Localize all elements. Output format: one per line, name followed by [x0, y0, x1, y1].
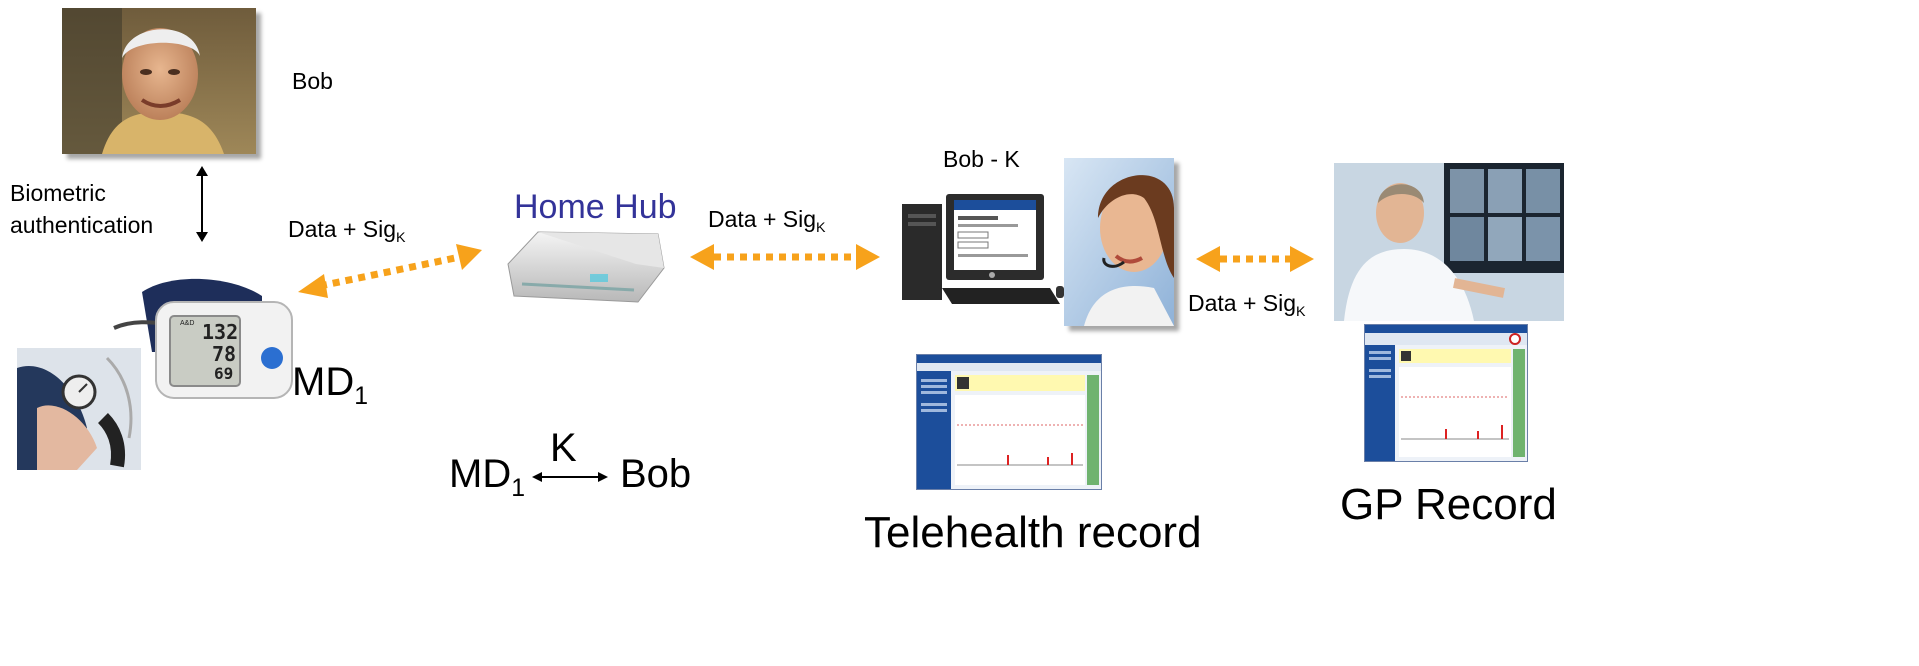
dashed-arrow-operator-doctor: [1196, 246, 1314, 272]
telehealth-record-label: Telehealth record: [864, 508, 1202, 557]
relation-md1: MD1: [449, 452, 526, 502]
patient-photo: [62, 8, 256, 154]
svg-text:A&D: A&D: [180, 320, 194, 327]
data-sig-label-right: Data + SigK: [1188, 290, 1306, 320]
patient-name-label: Bob: [292, 68, 333, 94]
data-sig-label-left: Data + SigK: [288, 216, 406, 246]
monitor-diastolic: 78: [212, 342, 237, 366]
relation-arrow: [532, 472, 608, 482]
relation-key-label: K: [550, 426, 577, 470]
dashed-arrow-hub-computer: [690, 244, 880, 270]
telehealth-record-window: [916, 354, 1102, 490]
bp-monitor: A&D: [112, 262, 302, 402]
desktop-computer: [900, 192, 1080, 312]
gp-record-window: [1364, 324, 1528, 462]
data-sig-label-middle: Data + SigK: [708, 206, 826, 236]
bob-k-label: Bob - K: [943, 146, 1020, 172]
monitor-pulse: 69: [214, 364, 234, 383]
biometric-label-line2: authentication: [10, 212, 154, 238]
relation-bob: Bob: [620, 452, 692, 496]
home-hub-label: Home Hub: [514, 188, 677, 226]
md1-label: MD1: [292, 360, 369, 410]
doctor-photo: [1334, 163, 1564, 321]
home-hub-device: [498, 224, 668, 306]
cuff-photo: [17, 348, 141, 470]
gp-record-label: GP Record: [1340, 480, 1557, 529]
biometric-arrow: [196, 166, 208, 242]
monitor-systolic: 132: [202, 320, 239, 344]
operator-photo: [1064, 158, 1174, 326]
dashed-arrow-monitor-hub: [298, 244, 482, 298]
biometric-label-line1: Biometric: [10, 180, 106, 206]
